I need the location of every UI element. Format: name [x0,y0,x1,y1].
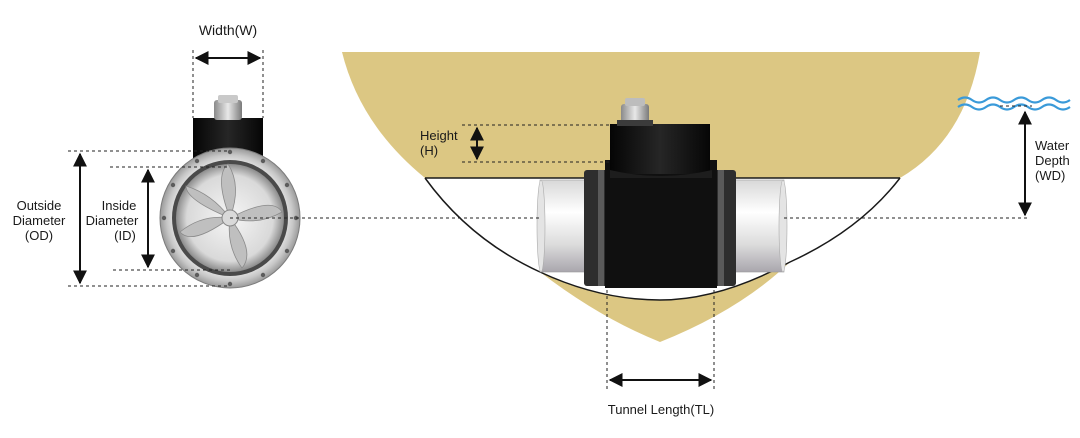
hull-lower [540,262,790,342]
tunnel-outline [424,177,901,301]
water-waves-icon [957,96,1071,111]
wd-label-line2: Depth [1035,153,1070,168]
height-label-line1: Height [420,128,458,143]
height-label-line2: (H) [420,143,438,158]
id-label-line3: (ID) [114,228,136,243]
id-label-line2: Diameter [86,213,139,228]
od-label-line3: (OD) [25,228,53,243]
wd-label-line1: Water [1035,138,1070,153]
id-label-line1: Inside [102,198,137,213]
propeller-icon [179,163,283,269]
hull-cross-section [342,52,980,342]
hull-upper [342,52,980,178]
od-label-line2: Diameter [13,213,66,228]
thruster-front-view [159,95,301,289]
tunnel-length-label: Tunnel Length(TL) [608,402,714,417]
flange-bolts [161,149,299,287]
width-label: Width(W) [199,22,257,38]
wd-label-line3: (WD) [1035,168,1065,183]
od-label-line1: Outside [17,198,62,213]
thruster-motor-side [605,98,717,288]
